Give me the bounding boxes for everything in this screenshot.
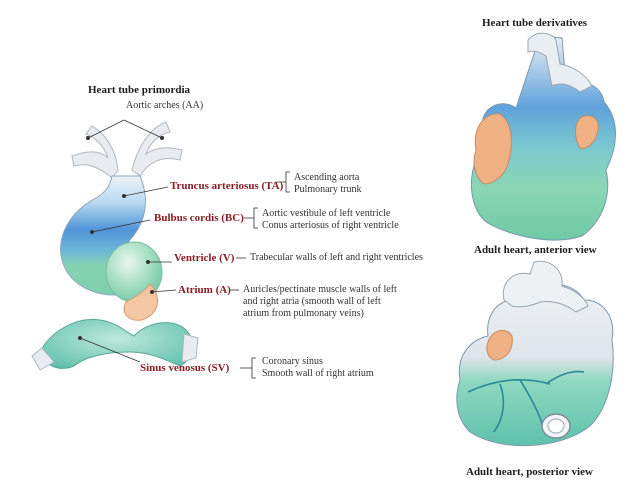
anterior-great-vessels [527,32,593,93]
derivative-conus-arteriosus: Conus arteriosus of right ventricle [262,220,399,231]
posterior-caption: Adult heart, posterior view [466,466,593,478]
leader-lines [78,119,290,379]
posterior-aortic-arch [502,260,589,313]
aortic-arch-right [131,121,183,177]
anterior-caption: Adult heart, anterior view [474,244,597,256]
sinus-left-horn [31,347,55,371]
adult-heart-anterior [470,32,616,241]
coronary-sinus-vessels [467,370,585,433]
anterior-right-auricle [473,113,512,185]
region-label-sinus-venosus: Sinus venosus (SV) [140,362,230,374]
adult-heart-posterior [456,260,614,447]
region-label-atrium: Atrium (A) [178,284,231,296]
derivative-auricles-2: and right atria (smooth wall of left [243,296,381,307]
aortic-arches-label: Aortic arches (AA) [126,100,204,111]
posterior-left-auricle [486,329,513,361]
aortic-arch-left [71,125,119,179]
derivatives-title: Heart tube derivatives [482,17,588,29]
derivative-auricles-1: Auricles/pectinate muscle walls of left [243,284,397,295]
truncus-bulbus-tube [60,175,146,296]
derivative-ascending-aorta: Ascending aorta [294,172,360,183]
primordia-title: Heart tube primordia [88,84,191,96]
region-label-ventricle: Ventricle (V) [174,252,235,264]
region-label-truncus: Truncus arteriosus (TA) [170,180,284,192]
derivative-trabecular-walls: Trabecular walls of left and right ventr… [250,252,423,263]
region-label-bulbus: Bulbus cordis (BC) [154,212,244,224]
derivative-coronary-sinus: Coronary sinus [262,356,323,367]
derivative-auricles-3: atrium from pulmonary veins) [243,308,364,319]
derivative-aortic-vestibule: Aortic vestibule of left ventricle [262,208,391,219]
derivative-smooth-wall-right-atrium: Smooth wall of right atrium [262,368,374,379]
sinus-venosus-primordium [39,318,194,369]
anterior-left-auricle [575,115,599,149]
posterior-heart-body [456,284,614,447]
atrium-primordium [123,283,158,321]
ivc-inner [547,418,565,434]
heart-tube [31,121,199,371]
derivative-pulmonary-trunk: Pulmonary trunk [294,184,362,195]
sinus-right-horn [181,333,199,363]
